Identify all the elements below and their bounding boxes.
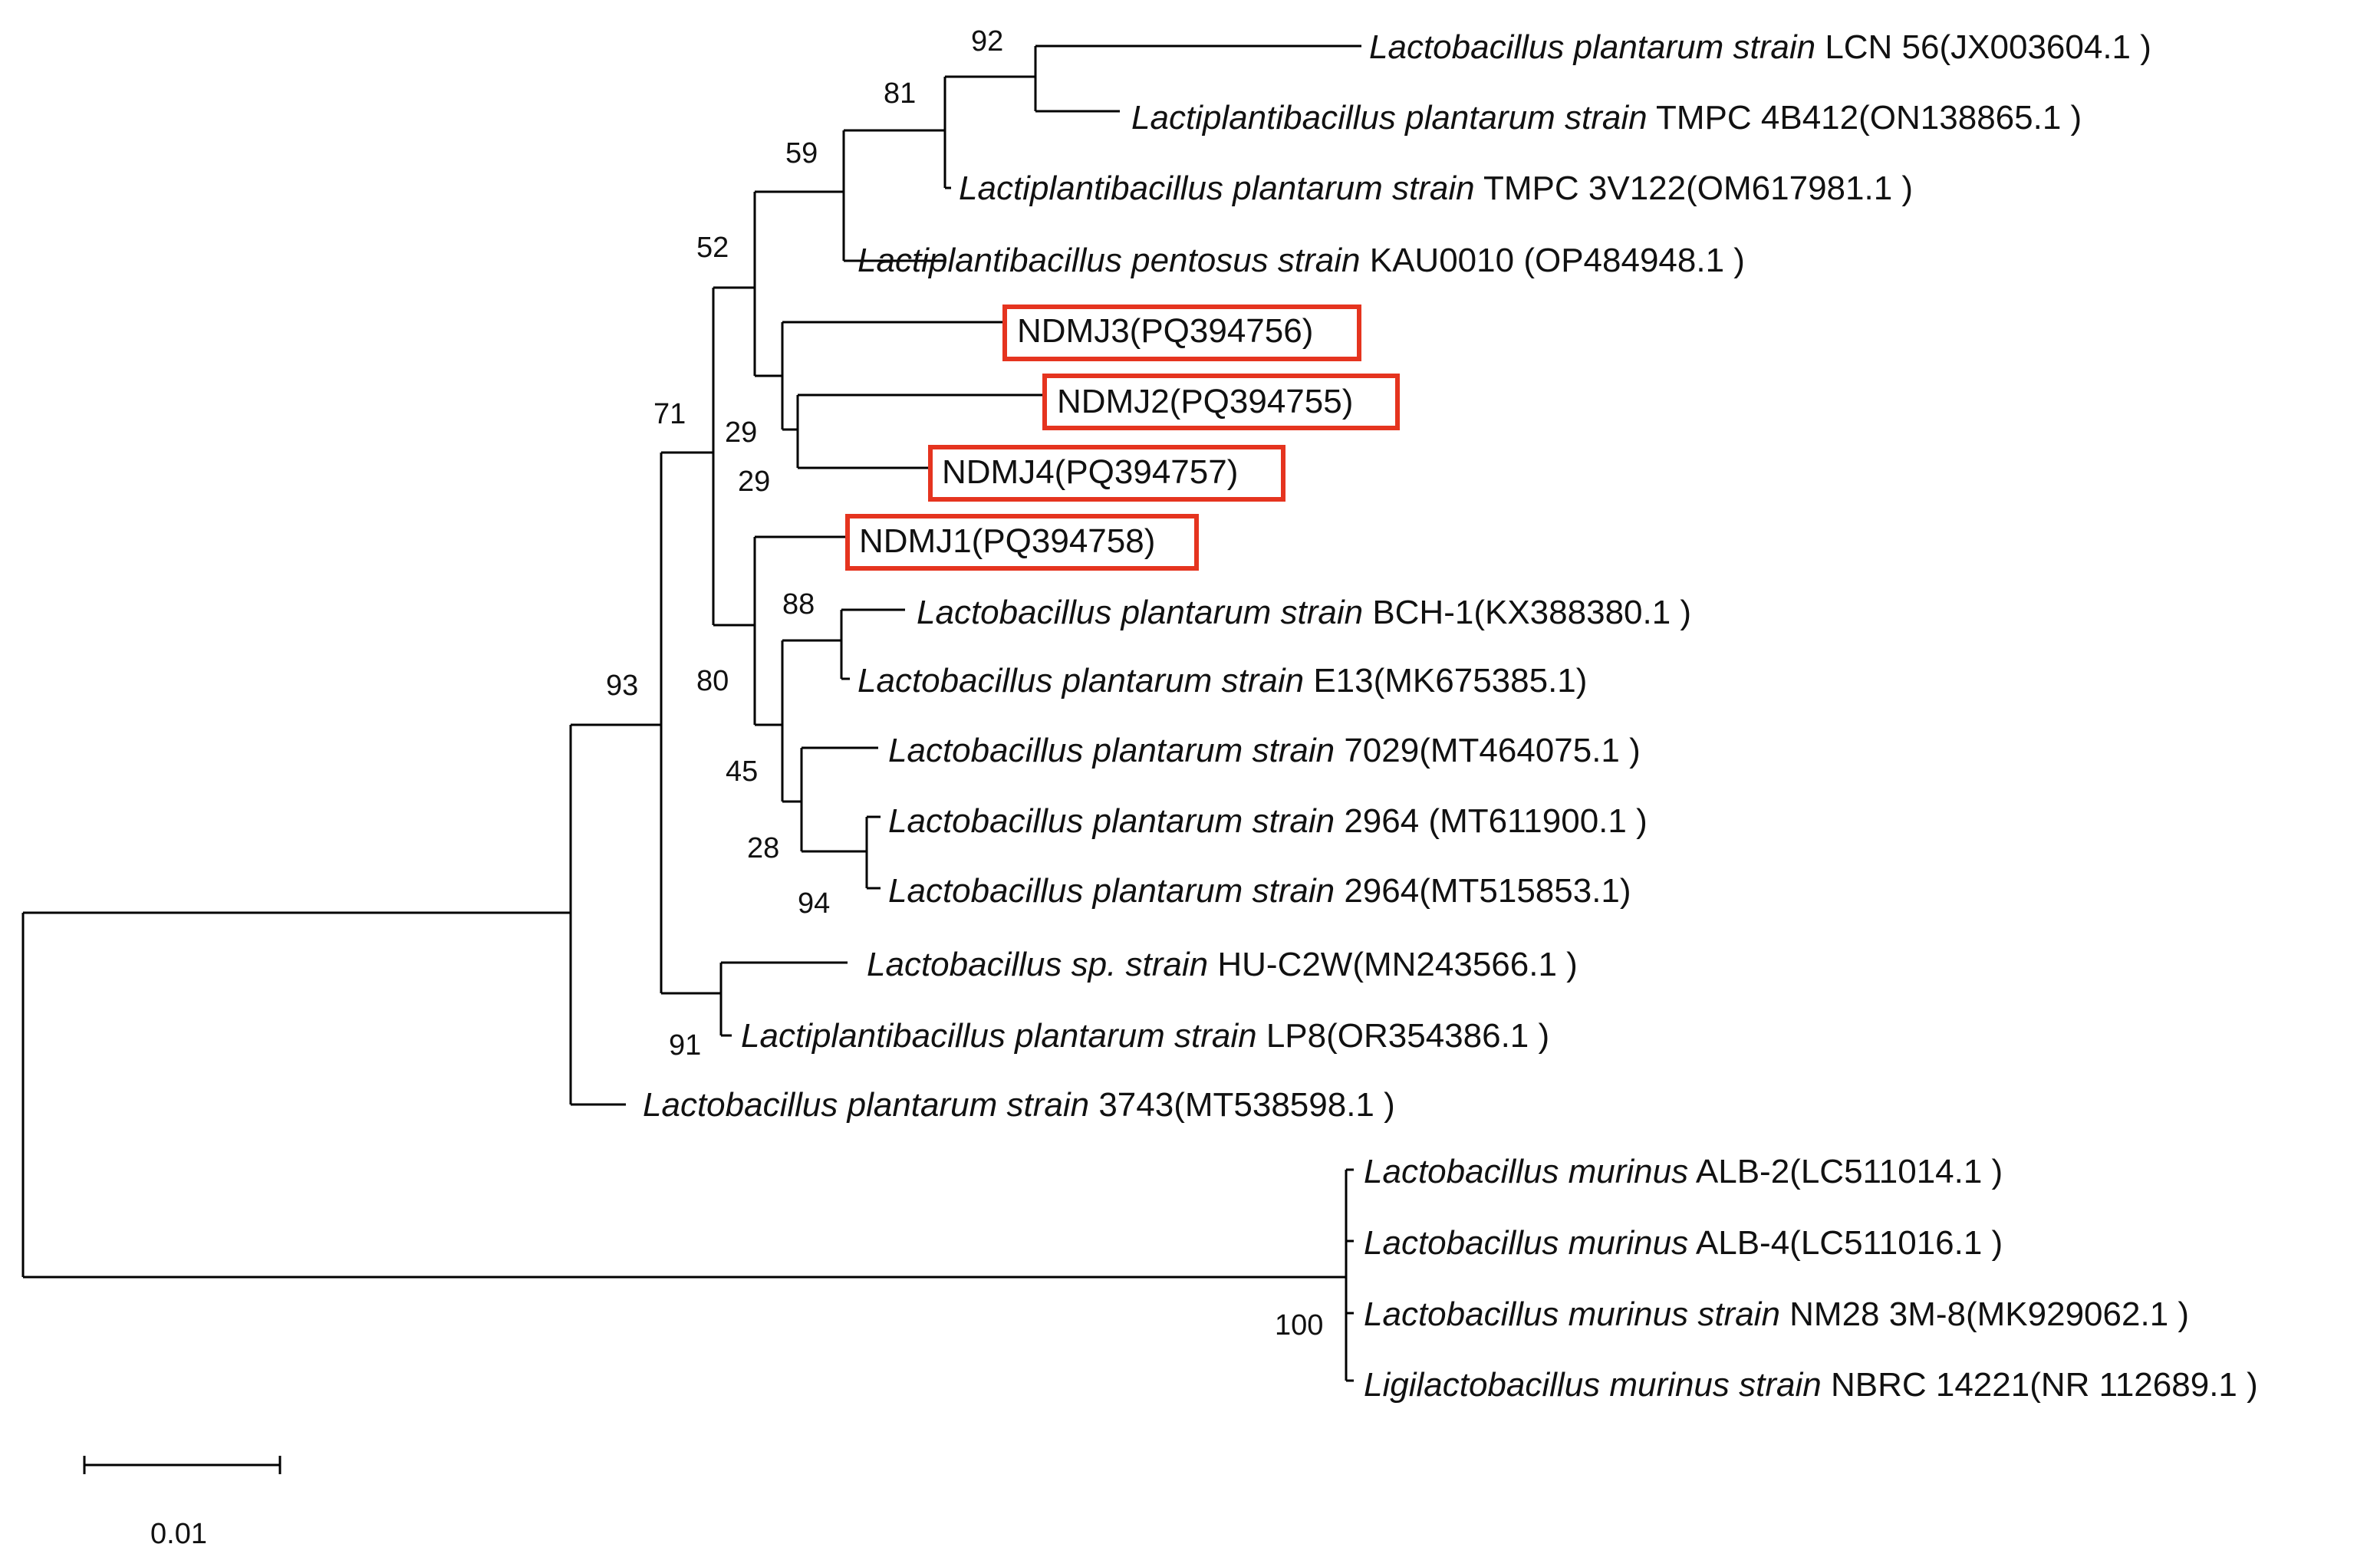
highlight-boxes <box>845 305 1400 571</box>
bootstrap-value: 71 <box>653 398 686 430</box>
leaf-label: Lactobacillus plantarum strain 3743(MT53… <box>643 1086 1395 1124</box>
tree-branches <box>21 44 1361 1382</box>
bootstrap-value: 80 <box>696 665 729 697</box>
bootstrap-value: 93 <box>606 670 638 702</box>
bootstrap-value: 29 <box>738 466 770 498</box>
leaf-label: Lactobacillus plantarum strain 2964(MT51… <box>888 872 1631 910</box>
leaf-label: Lactobacillus plantarum strain 2964 (MT6… <box>888 802 1648 840</box>
bootstrap-value: 45 <box>726 756 758 788</box>
bootstrap-value: 100 <box>1275 1309 1323 1341</box>
leaf-label-highlighted: NDMJ1(PQ394758) <box>859 522 1155 560</box>
leaf-label-highlighted: NDMJ2(PQ394755) <box>1057 383 1353 420</box>
bootstrap-value: 91 <box>669 1029 701 1062</box>
bootstrap-value: 94 <box>798 887 830 920</box>
highlight-box <box>845 514 1199 571</box>
leaf-label: Ligilactobacillus murinus strain NBRC 14… <box>1364 1366 2258 1404</box>
leaf-label: Lactobacillus plantarum strain E13(MK675… <box>858 662 1587 700</box>
leaf-labels: Lactobacillus plantarum strain LCN 56(JX… <box>643 28 2258 1404</box>
leaf-label: Lactobacillus plantarum strain BCH-1(KX3… <box>917 594 1691 631</box>
bootstrap-values: 92 81 59 52 29 29 71 88 80 45 28 94 93 9… <box>606 25 1323 1341</box>
highlight-box <box>1042 374 1400 430</box>
highlight-box <box>1002 305 1361 361</box>
bootstrap-value: 92 <box>971 25 1003 58</box>
bootstrap-value: 81 <box>884 77 916 110</box>
leaf-label: Lactobacillus plantarum strain LCN 56(JX… <box>1369 28 2151 66</box>
leaf-label: Lactiplantibacillus plantarum strain TMP… <box>1131 99 2082 137</box>
leaf-label-highlighted: NDMJ4(PQ394757) <box>942 453 1238 491</box>
bootstrap-value: 28 <box>747 832 779 864</box>
leaf-label: Lactobacillus sp. strain HU-C2W(MN243566… <box>867 946 1578 983</box>
bootstrap-value: 52 <box>696 232 729 264</box>
bootstrap-value: 59 <box>785 137 818 170</box>
scale-bar: 0.01 <box>83 1456 281 1550</box>
leaf-label: Lactiplantibacillus pentosus strain KAU0… <box>858 242 1745 279</box>
leaf-label-highlighted: NDMJ3(PQ394756) <box>1017 312 1313 350</box>
leaf-label: Lactobacillus plantarum strain 7029(MT46… <box>888 732 1641 769</box>
highlight-box <box>928 445 1285 502</box>
leaf-label: Lactobacillus murinus ALB-4(LC511016.1 ) <box>1364 1224 2003 1262</box>
leaf-label: Lactobacillus murinus strain NM28 3M-8(M… <box>1364 1295 2189 1333</box>
bootstrap-value: 29 <box>725 416 757 449</box>
bootstrap-value: 88 <box>782 588 815 621</box>
leaf-label: Lactiplantibacillus plantarum strain LP8… <box>741 1017 1549 1055</box>
scale-bar-label: 0.01 <box>150 1518 207 1550</box>
leaf-label: Lactiplantibacillus plantarum strain TMP… <box>959 170 1913 207</box>
leaf-label: Lactobacillus murinus ALB-2(LC511014.1 ) <box>1364 1153 2003 1190</box>
